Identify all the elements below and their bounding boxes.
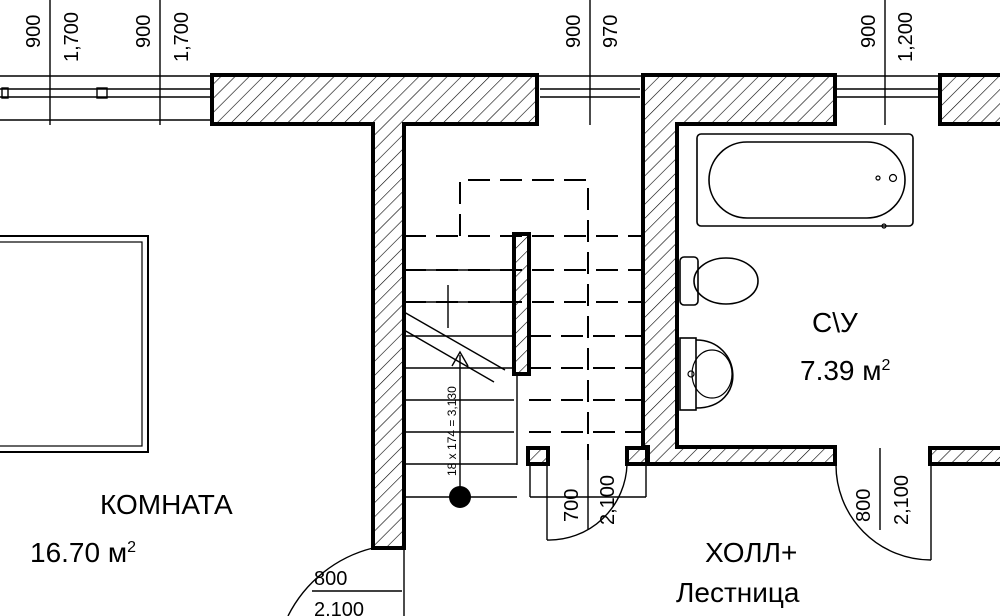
- window-3-width: 900: [563, 15, 585, 48]
- door-dimensions: 800 2,100 700 2,100 800 2,100: [312, 448, 913, 616]
- stair: 18 x 174 = 3,130: [403, 269, 647, 508]
- room-area: 16.70 м2: [30, 537, 136, 568]
- sink-icon: [679, 337, 734, 411]
- upper-stair-dashed: [404, 179, 643, 460]
- window-dimensions: 900 1,700 900 1,700 900 970 900 1,200: [23, 12, 917, 62]
- window-1-width: 900: [23, 15, 45, 48]
- window-2-width: 900: [133, 15, 155, 48]
- window-4-width: 900: [858, 15, 880, 48]
- door-swings: [287, 463, 932, 616]
- hall-subname: Лестница: [676, 577, 800, 608]
- window-3-height: 970: [600, 15, 622, 48]
- room-name: КОМНАТА: [100, 489, 233, 520]
- bathtub-icon: [696, 133, 914, 229]
- bathroom-area: 7.39 м2: [800, 355, 891, 386]
- bathroom-name: С\У: [812, 307, 858, 338]
- stair-door-height: 2,100: [597, 475, 619, 525]
- room-labels: КОМНАТА 16.70 м2 С\У 7.39 м2 ХОЛЛ+ Лестн…: [30, 307, 891, 608]
- window-4-height: 1,200: [895, 12, 917, 62]
- stair-door-width: 700: [561, 489, 583, 522]
- bed: [0, 235, 149, 453]
- room-door-width: 800: [314, 568, 347, 590]
- stair-label: 18 x 174 = 3,130: [445, 386, 459, 476]
- bath-door-height: 2,100: [891, 475, 913, 525]
- window-1-height: 1,700: [61, 12, 83, 62]
- bath-door-width: 800: [853, 489, 875, 522]
- walls: [210, 73, 1000, 550]
- toilet-icon: [679, 256, 759, 306]
- hall-name: ХОЛЛ+: [705, 537, 797, 568]
- window-2-height: 1,700: [171, 12, 193, 62]
- stair-start-dot: [449, 486, 471, 508]
- room-door-height: 2,100: [314, 599, 364, 616]
